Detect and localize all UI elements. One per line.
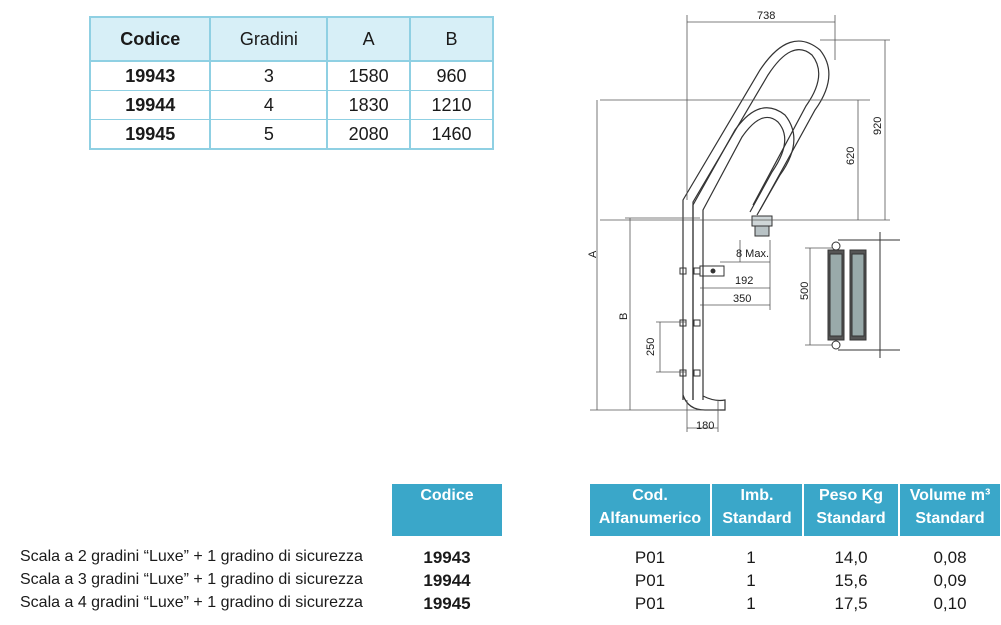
cell-peso: 17,5 [834, 594, 868, 613]
dimensions-table: Codice Gradini A B 19943 3 1580 960 1994… [89, 16, 494, 150]
dim-label-a: A [587, 250, 599, 258]
cell-codice: 19944 [423, 571, 471, 590]
cell-codice: 19945 [423, 594, 471, 613]
cell-peso: 15,6 [834, 571, 868, 590]
header-gradini: Gradini [210, 17, 329, 61]
dimensions-table-header: Codice Gradini A B [90, 17, 493, 61]
header-peso-standard: Peso Kg Standard [804, 484, 898, 536]
dim-label-b: B [618, 313, 630, 320]
dim-label-250: 250 [645, 338, 657, 356]
table-row: 19943 3 1580 960 [90, 60, 493, 91]
header-imb-line1: Imb. [740, 487, 774, 504]
cell-gradini: 3 [210, 60, 329, 91]
cell-imb: 1 [746, 548, 756, 567]
header-cod-line1: Cod. [632, 487, 668, 504]
dim-label-500: 500 [799, 282, 811, 300]
ladder-technical-drawing: 738 920 620 8 Max. 192 350 500 A B 250 1… [587, 10, 900, 432]
cell-cod: P01 [634, 571, 666, 590]
cell-a: 1830 [327, 90, 412, 120]
header-vol-line1: Volume m³ [909, 487, 991, 504]
header-codice-bottom: Codice [392, 484, 502, 536]
header-imb-standard: Imb. Standard [712, 484, 802, 536]
ladder-flange-base [754, 225, 770, 237]
dim-label-8max: 8 Max. [736, 248, 769, 260]
header-codice: Codice [90, 17, 212, 61]
cell-peso: 14,0 [834, 548, 868, 567]
ladder-top-view [827, 232, 900, 358]
cell-cod: P01 [634, 594, 666, 613]
table-row: 19945 5 2080 1460 [90, 119, 493, 149]
dim-label-620: 620 [845, 147, 857, 165]
header-imb-line2: Standard [722, 510, 792, 527]
table-row: 19944 4 1830 1210 [90, 90, 493, 120]
cell-codice: 19944 [90, 90, 212, 120]
ladder-rail-outer [682, 40, 830, 400]
cell-gradini: 5 [210, 119, 329, 149]
dimension-lines [590, 15, 890, 432]
cell-volume: 0,08 [933, 548, 967, 567]
header-cod-line2: Alfanumerico [598, 510, 702, 527]
cell-codice: 19945 [90, 119, 212, 149]
dim-label-738: 738 [757, 10, 775, 22]
header-cod-alfanumerico: Cod. Alfanumerico [590, 484, 710, 536]
cell-codice: 19943 [90, 60, 212, 91]
cell-codice: 19943 [423, 548, 471, 567]
wall-brackets [679, 265, 725, 377]
ladder-rail-inner [692, 107, 795, 400]
cell-gradini: 4 [210, 90, 329, 120]
cell-a: 2080 [327, 119, 412, 149]
ladder-foot [682, 394, 726, 411]
cell-volume: 0,10 [933, 594, 967, 613]
dim-label-192: 192 [735, 275, 753, 287]
product-description: Scala a 2 gradini “Luxe” + 1 gradino di … [20, 548, 363, 565]
header-peso-line2: Standard [816, 510, 886, 527]
cell-b: 1460 [431, 123, 472, 144]
dim-label-350: 350 [733, 293, 751, 305]
header-codice-label: Codice [420, 487, 474, 504]
header-peso-line1: Peso Kg [818, 487, 883, 504]
product-description: Scala a 3 gradini “Luxe” + 1 gradino di … [20, 571, 363, 588]
header-b: B [410, 17, 493, 61]
product-description: Scala a 4 gradini “Luxe” + 1 gradino di … [20, 594, 363, 611]
cell-imb: 1 [746, 571, 756, 590]
dim-label-920: 920 [872, 117, 884, 135]
cell-b: 960 [410, 60, 493, 91]
header-vol-line2: Standard [915, 510, 985, 527]
ladder-flange [751, 215, 773, 227]
cell-volume: 0,09 [933, 571, 967, 590]
header-volume-standard: Volume m³ Standard [900, 484, 1000, 536]
cell-cod: P01 [634, 548, 666, 567]
cell-imb: 1 [746, 594, 756, 613]
header-a: A [327, 17, 412, 61]
cell-a: 1580 [327, 60, 412, 91]
cell-b: 1210 [410, 90, 493, 120]
dim-label-180: 180 [696, 420, 714, 432]
